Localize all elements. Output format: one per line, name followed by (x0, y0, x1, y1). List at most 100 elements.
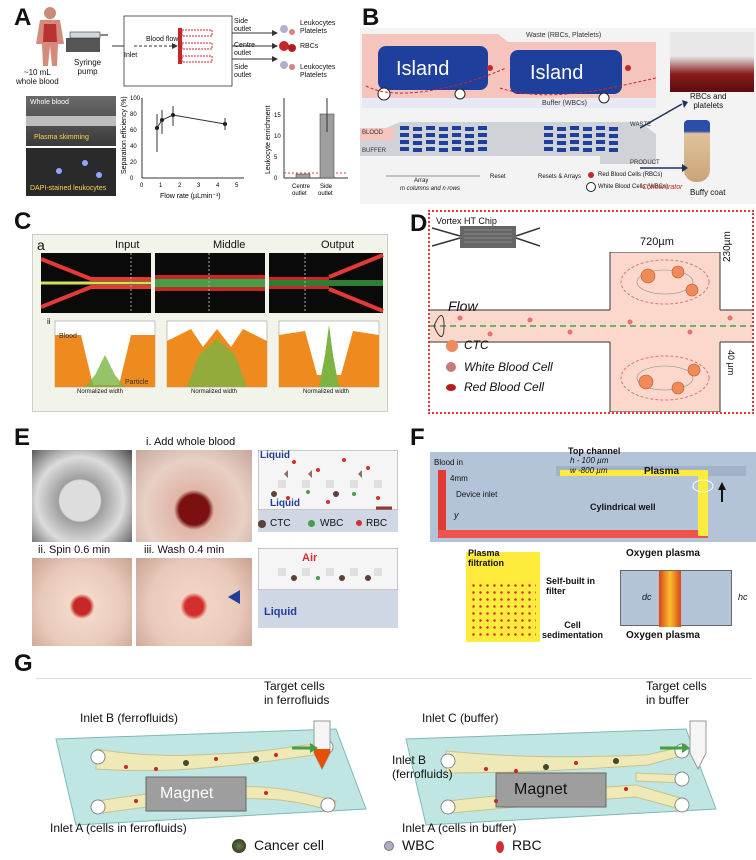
ctc-legend-dot (446, 340, 458, 352)
intensity-profiles (54, 320, 380, 388)
syringe-pump-icon (66, 31, 108, 52)
island-left-text: Island (396, 58, 450, 80)
oxy-channel (620, 570, 732, 627)
inlet-c2-text: Inlet C (buffer) (422, 711, 499, 725)
middle-text: Middle (213, 239, 246, 251)
dld-pillar (426, 147, 435, 151)
legend-rbc-text-g: RBC (512, 837, 542, 853)
dld-pillar (478, 140, 487, 144)
h-text: h - 100 µm (570, 456, 609, 465)
magnet-right (495, 772, 607, 808)
oxy-bottom-text: Oxygen plasma (626, 630, 700, 641)
ctc-legend-text: CTC (464, 338, 489, 352)
green-arrow-right (660, 743, 690, 753)
dc-text: dc (642, 592, 652, 602)
norm-width-3: Normalized width (303, 389, 350, 395)
ctc-key-dot (258, 520, 266, 528)
capture-diagram-bottom (258, 548, 398, 628)
dld-pillar (452, 133, 461, 137)
inlet-a1-text: Inlet A (cells in ferrofluids) (50, 821, 187, 835)
chart1-ytick: 40 (130, 144, 137, 150)
legend-rbc-dot-g (496, 841, 504, 853)
step-i-text: i. Add whole blood (146, 436, 236, 448)
vortex-chip-icon (432, 226, 540, 248)
legend-wbc-text-g: WBC (402, 837, 435, 853)
dld-pillar (426, 140, 435, 144)
step-iii-text: iii. Wash 0.4 min (144, 544, 225, 556)
label-a: A (14, 4, 32, 31)
dld-pillar (570, 147, 579, 151)
inlet-b1-text: Inlet B (ferrofluids) (80, 711, 179, 725)
air-text: Air (302, 552, 318, 564)
chart2-ytick: 0 (274, 176, 278, 182)
chart1-points (155, 106, 227, 152)
dld-pillar (570, 140, 579, 144)
dld-pillar (544, 126, 553, 130)
blood-flow-text: Blood flow (146, 36, 179, 43)
rbc-key-text: RBC (366, 518, 388, 529)
chart1-ytick: 0 (130, 176, 134, 182)
chart1-xtick: 5 (235, 183, 239, 189)
panel-d: Vortex HT Chip 720µm 230µm 40 µm Flow CT… (428, 210, 754, 414)
dld-pillar (439, 134, 448, 138)
w230-text: 230µm (722, 231, 733, 262)
chart1-xtick: 0 (140, 183, 144, 189)
dld-pillar (544, 140, 553, 144)
dld-pillar (596, 126, 605, 130)
dld-pillar (609, 141, 618, 145)
blood-volume-text: ~10 mL whole blood (16, 68, 59, 86)
dld-pillar (465, 148, 474, 152)
dld-array-diagram (360, 122, 656, 177)
blue-arrow-icon (228, 590, 240, 604)
dld-pillar (400, 140, 409, 144)
dld-pillar (583, 134, 592, 138)
wbc-legend-text: White Blood Cell (464, 360, 553, 374)
dld-pillar (465, 141, 474, 145)
chart1-ytick: 100 (130, 96, 141, 102)
side-outlet-bottom-text: Side outlet (234, 64, 252, 79)
waste-top-text: Waste (RBCs, Platelets) (526, 32, 602, 39)
dld-pillar (570, 126, 579, 130)
dld-pillar (400, 133, 409, 137)
rbc-tube-photo (670, 32, 754, 92)
inlet-text: Inlet (124, 52, 138, 59)
array-sub-text: m columns and n rows (400, 186, 461, 192)
dld-pillar (478, 126, 487, 130)
ctc-key-text: CTC (270, 518, 291, 529)
chart2-cat-side2: outlet (318, 191, 333, 197)
buffy-coat-text: Buffy coat (690, 188, 726, 197)
magnet-left-text: Magnet (160, 785, 214, 802)
panel-g: Magnet Inlet B (ferrofluids) Inlet A (ce… (36, 678, 752, 858)
dld-pillar (557, 134, 566, 138)
out-top-text: Leukocytes Platelets (300, 20, 336, 35)
dld-pillar (596, 147, 605, 151)
panel-a: ~10 mL whole blood Syringe pump Inlet Bl… (0, 0, 356, 205)
w-text: w -800 µm (570, 466, 608, 475)
dld-pillar (557, 127, 566, 131)
dld-pillar (544, 133, 553, 137)
dld-pillar (557, 141, 566, 145)
dld-pillar (478, 147, 487, 151)
dld-pillar (583, 127, 592, 131)
w720-text: 720µm (640, 236, 674, 248)
legend-cancer-text: Cancer cell (254, 837, 325, 853)
centre-outlet-text: Centre outlet (234, 42, 256, 57)
step-ii-text: ii. Spin 0.6 min (38, 544, 111, 556)
dld-pillar (544, 147, 553, 151)
norm-width-1: Normalized width (77, 389, 124, 395)
dld-pillar (439, 141, 448, 145)
dld-pillar (557, 148, 566, 152)
dld-pillar (400, 147, 409, 151)
dld-pillar (596, 133, 605, 137)
green-arrow-left (292, 743, 318, 753)
vortex-chamber-diagram (430, 252, 752, 412)
label-f: F (410, 424, 425, 451)
panel-c: a i Input Middle Output ii Blood Partic (32, 234, 388, 412)
waste-outlet-text: WASTE (630, 122, 652, 128)
out-mid-text: RBCs (300, 43, 319, 50)
blood-legend-text: Blood (59, 333, 77, 340)
legend-cancer-dot (232, 839, 246, 853)
chart1-ytick: 80 (130, 112, 137, 118)
hc-text: hc (738, 592, 748, 602)
label-d: D (410, 210, 428, 237)
